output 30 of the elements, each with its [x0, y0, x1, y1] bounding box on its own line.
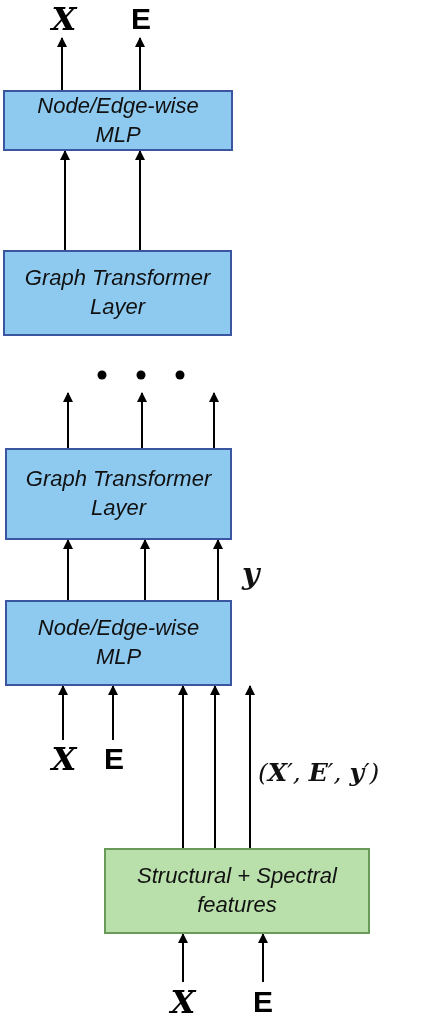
- layer-box: Node/Edge-wise MLP: [5, 600, 232, 686]
- layer-box: Node/Edge-wise MLP: [3, 90, 233, 151]
- arrow: [135, 150, 145, 251]
- arrow: [137, 392, 147, 449]
- arrow: [63, 392, 73, 449]
- arrow: [108, 685, 118, 741]
- arrow: [178, 933, 188, 983]
- math-symbol: E: [95, 740, 133, 778]
- arrow: [63, 539, 73, 601]
- math-symbol: X: [163, 982, 203, 1022]
- arrow: [57, 37, 67, 91]
- math-label: y: [242, 556, 260, 591]
- arrow: [213, 539, 223, 601]
- math-label: (X′, E′, y′): [258, 758, 380, 787]
- arrow: [245, 685, 255, 849]
- arrow: [140, 539, 150, 601]
- math-symbol: X: [44, 0, 84, 38]
- math-symbol: E: [244, 982, 282, 1022]
- layer-box: Graph Transformer Layer: [3, 250, 232, 336]
- arrow: [178, 685, 188, 849]
- arrow: [135, 37, 145, 91]
- layer-box: Graph Transformer Layer: [5, 448, 232, 540]
- arrow: [209, 392, 219, 449]
- feature-box: Structural + Spectral features: [104, 848, 370, 934]
- arrow: [60, 150, 70, 251]
- math-symbol: X: [44, 740, 84, 778]
- arrow: [210, 685, 220, 849]
- math-symbol: E: [122, 0, 160, 38]
- arrow: [58, 685, 68, 741]
- arrow: [258, 933, 268, 983]
